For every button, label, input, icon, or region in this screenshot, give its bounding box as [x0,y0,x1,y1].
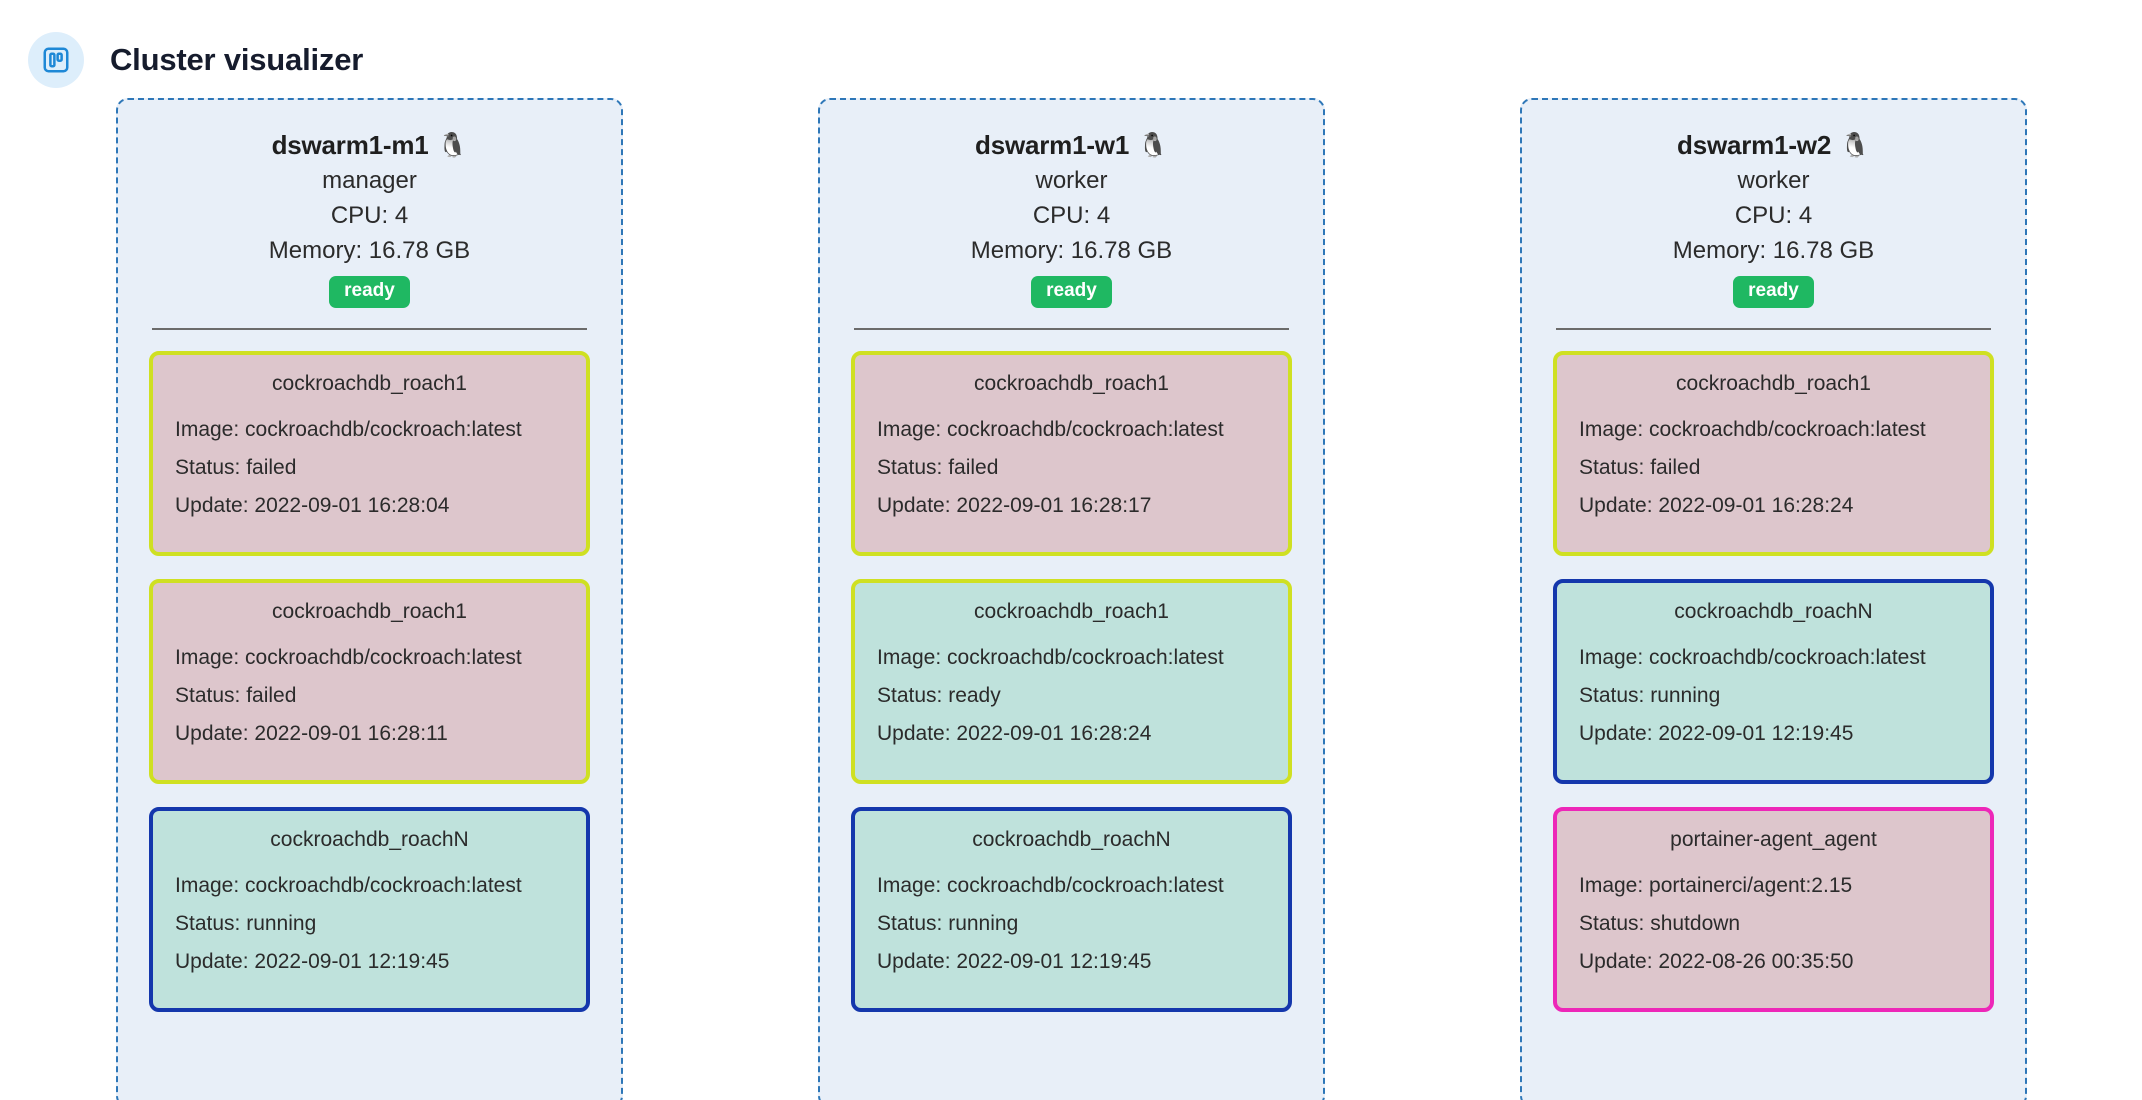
service-status: Status: running [1579,684,1721,708]
node-name: dswarm1-w1 [975,130,1130,160]
board-icon [28,32,84,88]
service-status: Status: ready [877,684,1001,708]
service-name: portainer-agent_agent [1670,828,1877,852]
service-name: cockroachdb_roachN [1674,600,1873,624]
service-name: cockroachdb_roach1 [1676,372,1871,396]
node-name-row: dswarm1-m1 🐧 [140,130,599,161]
node-memory: Memory: 16.78 GB [970,236,1173,264]
node-name: dswarm1-w2 [1677,130,1832,160]
status-badge: ready [329,276,410,309]
status-badge-wrap: ready [140,276,599,309]
page-title: Cluster visualizer [110,42,364,77]
service-name: cockroachdb_roach1 [974,372,1169,396]
page-header: Cluster visualizer [0,0,2142,98]
service-status: Status: shutdown [1579,912,1741,936]
service-update: Update: 2022-08-26 00:35:50 [1579,949,1854,973]
node-memory: Memory: 16.78 GB [1672,236,1875,264]
service-status: Status: running [175,912,317,936]
status-badge: ready [1733,276,1814,309]
service-image: Image: portainerci/agent:2.15 [1579,874,1853,898]
node-divider [854,328,1289,331]
service-update: Update: 2022-09-01 16:28:11 [175,721,448,745]
node-role: worker [1737,167,1810,194]
service-update: Update: 2022-09-01 12:19:45 [1579,721,1854,745]
service-name: cockroachdb_roach1 [272,372,467,396]
node-name-row: dswarm1-w2 🐧 [1544,130,2003,161]
node-cpu: CPU: 4 [1032,201,1111,229]
service-card[interactable]: cockroachdb_roachN Image: cockroachdb/coc… [851,807,1292,1013]
status-badge-wrap: ready [842,276,1301,309]
service-update: Update: 2022-09-01 12:19:45 [877,949,1152,973]
service-image: Image: cockroachdb/cockroach:latest [877,874,1224,898]
service-image: Image: cockroachdb/cockroach:latest [877,418,1224,442]
status-badge-wrap: ready [1544,276,2003,309]
service-name: cockroachdb_roachN [270,828,469,852]
service-update: Update: 2022-09-01 16:28:04 [175,493,450,517]
service-image: Image: cockroachdb/cockroach:latest [175,646,522,670]
node-name-row: dswarm1-w1 🐧 [842,130,1301,161]
service-status: Status: failed [877,456,999,480]
service-update: Update: 2022-09-01 16:28:24 [1579,493,1854,517]
service-card[interactable]: cockroachdb_roachN Image: cockroachdb/coc… [149,807,590,1013]
service-image: Image: cockroachdb/cockroach:latest [877,646,1224,670]
linux-penguin-icon: 🐧 [1840,132,1870,159]
service-update: Update: 2022-09-01 12:19:45 [175,949,450,973]
node-role: worker [1035,167,1108,194]
service-image: Image: cockroachdb/cockroach:latest [175,874,522,898]
service-status: Status: running [877,912,1019,936]
service-name: cockroachdb_roachN [972,828,1171,852]
node-cpu: CPU: 4 [1734,201,1813,229]
service-status: Status: failed [175,456,297,480]
service-status: Status: failed [175,684,297,708]
node-divider [152,328,587,331]
service-image: Image: cockroachdb/cockroach:latest [175,418,522,442]
linux-penguin-icon: 🐧 [437,132,468,159]
service-update: Update: 2022-09-01 16:28:24 [877,721,1152,745]
node-role: manager [322,167,417,194]
linux-penguin-icon: 🐧 [1138,132,1168,159]
service-image: Image: cockroachdb/cockroach:latest [1579,646,1926,670]
node-divider [1556,328,1991,331]
node-cpu: CPU: 4 [330,201,409,229]
service-image: Image: cockroachdb/cockroach:latest [1579,418,1926,442]
service-name: cockroachdb_roach1 [974,600,1169,624]
status-badge: ready [1031,276,1112,309]
service-name: cockroachdb_roach1 [272,600,467,624]
service-status: Status: failed [1579,456,1701,480]
service-update: Update: 2022-09-01 16:28:17 [877,493,1152,517]
node-memory: Memory: 16.78 GB [268,236,471,264]
node-name: dswarm1-m1 [271,130,429,160]
service-card[interactable]: cockroachdb_roachN Image: cockroachdb/coc… [1553,579,1994,785]
